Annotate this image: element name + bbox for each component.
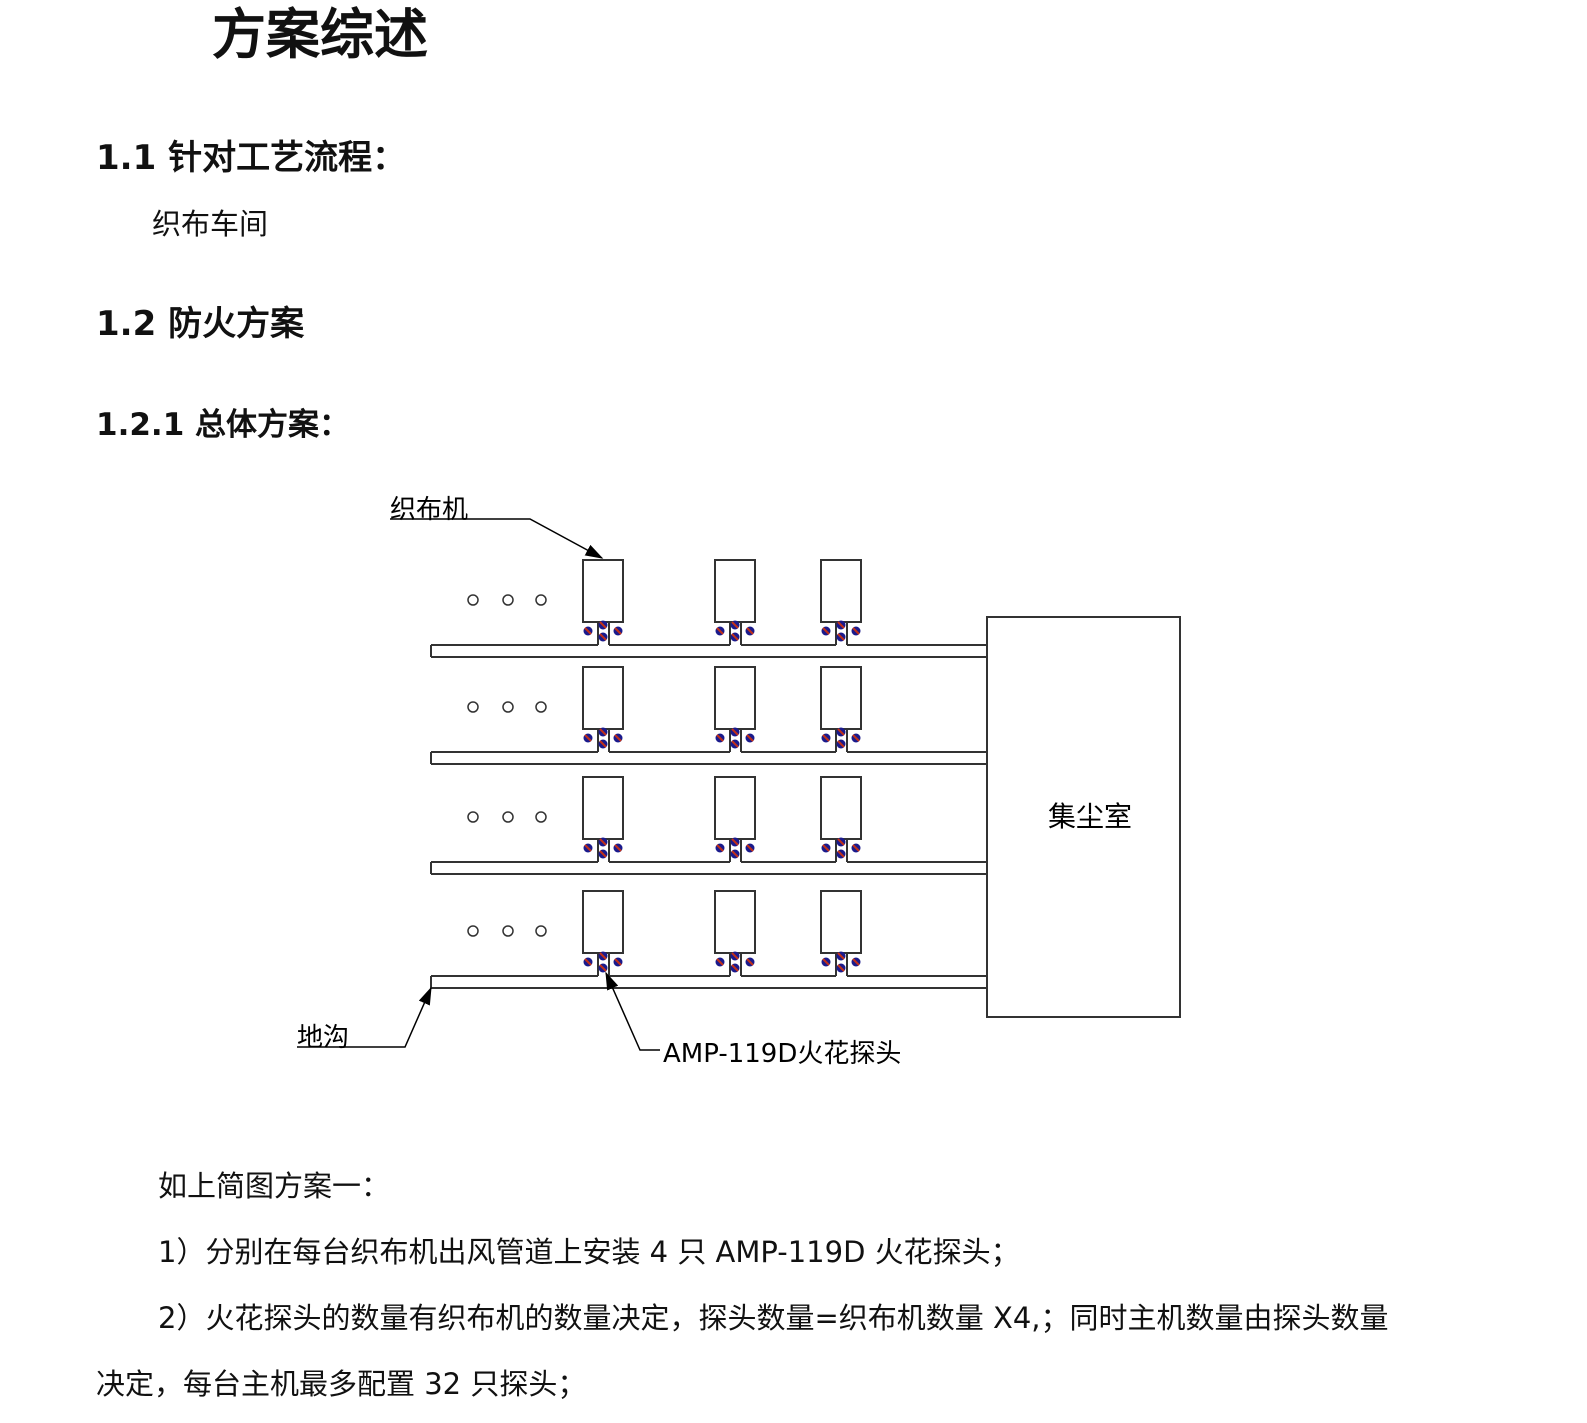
ellipsis-dot [535,594,547,606]
dust-room-label: 集尘室 [1048,800,1132,833]
spark-probe-mark [614,627,622,635]
ellipsis-dot [467,701,479,713]
loom-machine [582,666,624,730]
loom-machine [820,890,862,954]
spark-probe-mark [837,633,845,641]
spark-probe-mark [837,952,845,960]
paragraph-item-2-cont: 决定，每台主机最多配置 32 只探头； [96,1367,587,1401]
spark-probe-mark [716,734,724,742]
loom-machine [820,776,862,840]
spark-probe-mark [837,964,845,972]
spark-probe-mark [731,952,739,960]
spark-probe-mark [614,958,622,966]
spark-probe-mark [852,958,860,966]
loom-machine [582,890,624,954]
spark-probe-mark [837,740,845,748]
spark-probe-mark [822,627,830,635]
dust-room-box [986,616,1181,1018]
loom-leader-arrow [390,518,604,559]
spark-probe-mark [731,633,739,641]
spark-probe-mark [716,958,724,966]
spark-probe-mark [599,850,607,858]
heading-1-2-1: 1.2.1 总体方案： [96,407,351,443]
spark-probe-mark [822,958,830,966]
spark-probe-mark [852,734,860,742]
spark-probe-mark [746,958,754,966]
ellipsis-dot [535,811,547,823]
loom-machine [582,559,624,623]
loom-machine [582,776,624,840]
spark-probe-mark [746,844,754,852]
ellipsis-dot [535,925,547,937]
loom-machine [714,776,756,840]
spark-probe-mark [852,627,860,635]
spark-probe-mark [837,850,845,858]
spark-probe-mark [822,734,830,742]
page-title: 方案综述 [212,3,428,66]
spark-probe-mark [599,740,607,748]
loom-machine [714,559,756,623]
spark-probe-mark [731,740,739,748]
spark-probe-mark [599,952,607,960]
ellipsis-dot [467,811,479,823]
spark-probe-mark [599,838,607,846]
paragraph-intro: 如上简图方案一： [158,1169,391,1203]
probe-label: AMP-119D火花探头 [663,1039,901,1069]
spark-probe-mark [584,958,592,966]
spark-probe-mark [716,627,724,635]
loom-label: 织布机 [390,495,468,525]
loom-machine [820,666,862,730]
loom-machine [714,666,756,730]
trench-leader-arrow [297,986,432,1048]
heading-1-2: 1.2 防火方案 [96,304,305,344]
spark-probe-mark [584,627,592,635]
spark-probe-mark [837,838,845,846]
ellipsis-dot [502,594,514,606]
ellipsis-dot [467,925,479,937]
loom-machine [714,890,756,954]
probe-leader-arrow [605,971,660,1051]
spark-probe-mark [731,728,739,736]
loom-machine [820,559,862,623]
spark-probe-mark [584,734,592,742]
ellipsis-dot [502,701,514,713]
spark-probe-mark [584,844,592,852]
spark-probe-mark [716,844,724,852]
trench-label: 地沟 [297,1023,349,1053]
heading-1-1: 1.1 针对工艺流程： [96,138,407,178]
spark-probe-mark [599,633,607,641]
spark-probe-mark [599,728,607,736]
spark-probe-mark [599,964,607,972]
spark-probe-mark [746,627,754,635]
paragraph-item-2: 2）火花探头的数量有织布机的数量决定，探头数量=织布机数量 X4,；同时主机数量… [158,1301,1389,1335]
spark-probe-mark [731,850,739,858]
spark-probe-mark [731,964,739,972]
ellipsis-dot [535,701,547,713]
ellipsis-dot [502,811,514,823]
spark-probe-mark [731,838,739,846]
spark-probe-mark [822,844,830,852]
spark-probe-mark [731,621,739,629]
ellipsis-dot [502,925,514,937]
spark-probe-mark [614,734,622,742]
spark-probe-mark [852,844,860,852]
ellipsis-dot [467,594,479,606]
spark-probe-mark [614,844,622,852]
spark-probe-mark [837,621,845,629]
paragraph-item-1: 1）分别在每台织布机出风管道上安装 4 只 AMP-119D 火花探头； [158,1235,1020,1269]
spark-probe-mark [599,621,607,629]
spark-probe-mark [746,734,754,742]
spark-probe-mark [837,728,845,736]
body-weaving-workshop: 织布车间 [152,207,269,241]
